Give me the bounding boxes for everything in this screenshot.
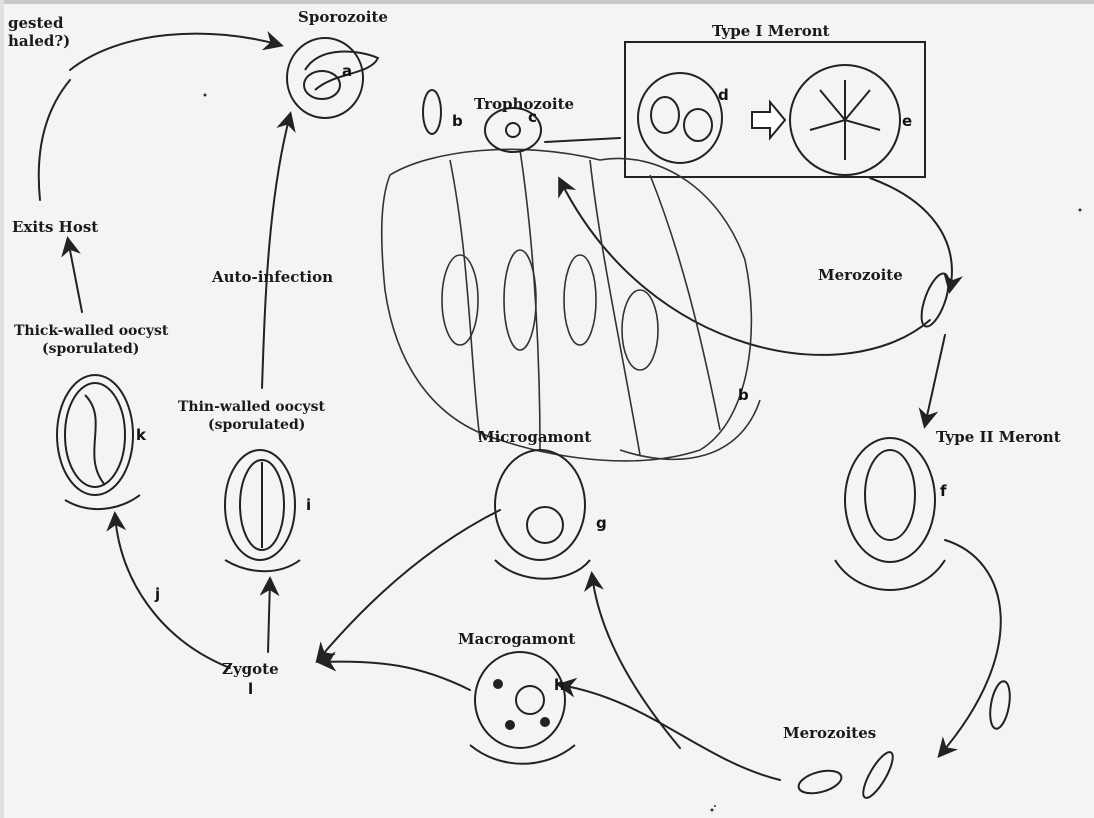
letter-e: e bbox=[902, 112, 912, 130]
letter-k: k bbox=[136, 426, 146, 444]
arrow-merozoite-to-type2 bbox=[925, 335, 945, 425]
thick-oocyst-label-line2: (sporulated) bbox=[42, 340, 139, 358]
macrogamont-cell bbox=[470, 652, 575, 764]
microgamont-label: Microgamont bbox=[478, 428, 591, 446]
hollow-arrow-icon bbox=[752, 102, 785, 138]
zygote-label: Zygote bbox=[222, 660, 279, 678]
ingested-label-line1: gested bbox=[8, 14, 63, 32]
arrow-exits-host-loop bbox=[39, 80, 70, 200]
sporozoite-label: Sporozoite bbox=[298, 8, 388, 26]
arrow-thick-to-exits bbox=[68, 240, 82, 312]
thick-oocyst-cell bbox=[57, 375, 140, 509]
type2-meront-cell bbox=[835, 438, 945, 590]
arrow-macrogamont-to-zygote bbox=[320, 662, 470, 690]
arrow-zygote-to-thin bbox=[268, 580, 270, 652]
stipple-dots bbox=[204, 94, 1082, 812]
merozoites-label: Merozoites bbox=[783, 724, 876, 742]
thin-oocyst-label-line1: Thin-walled oocyst bbox=[178, 398, 325, 416]
thin-oocyst-cell bbox=[225, 450, 300, 571]
arrow-auto-infection bbox=[262, 115, 290, 388]
merozoite-cell bbox=[916, 270, 954, 329]
letter-c: c bbox=[528, 108, 537, 126]
trophozoite-label: Trophozoite bbox=[474, 95, 574, 113]
letter-g: g bbox=[596, 514, 607, 532]
letter-h: h bbox=[554, 676, 565, 694]
letter-f: f bbox=[940, 482, 947, 500]
type2-meront-label: Type II Meront bbox=[936, 428, 1061, 446]
arrow-zygote-to-thick bbox=[115, 515, 230, 668]
arrow-merozoites-to-microgamont bbox=[592, 575, 680, 748]
letter-l: l bbox=[248, 680, 253, 698]
auto-infection-label: Auto-infection bbox=[212, 268, 333, 286]
type1-meront-label: Type I Meront bbox=[712, 22, 830, 40]
arrow-ingested-to-sporozoite bbox=[70, 34, 280, 70]
macrogamont-label: Macrogamont bbox=[458, 630, 575, 648]
thick-oocyst-label-line1: Thick-walled oocyst bbox=[14, 322, 168, 340]
host-epithelium bbox=[382, 149, 760, 461]
arrow-merozoites-to-macrogamont bbox=[560, 685, 780, 780]
microgamont-cell bbox=[495, 450, 590, 579]
merozoite-label: Merozoite bbox=[818, 266, 903, 284]
letter-i: i bbox=[306, 496, 311, 514]
ingested-label-line2: haled?) bbox=[8, 32, 70, 50]
letter-d: d bbox=[718, 86, 729, 104]
letter-b-lower: b bbox=[738, 386, 749, 404]
exits-host-label: Exits Host bbox=[12, 218, 98, 236]
thin-oocyst-label-line2: (sporulated) bbox=[208, 416, 305, 434]
letter-a: a bbox=[342, 62, 352, 80]
sporozoite-cell bbox=[287, 38, 378, 118]
letter-b: b bbox=[452, 112, 463, 130]
letter-j: j bbox=[155, 585, 160, 603]
arrow-tropho-to-meront bbox=[545, 138, 620, 142]
